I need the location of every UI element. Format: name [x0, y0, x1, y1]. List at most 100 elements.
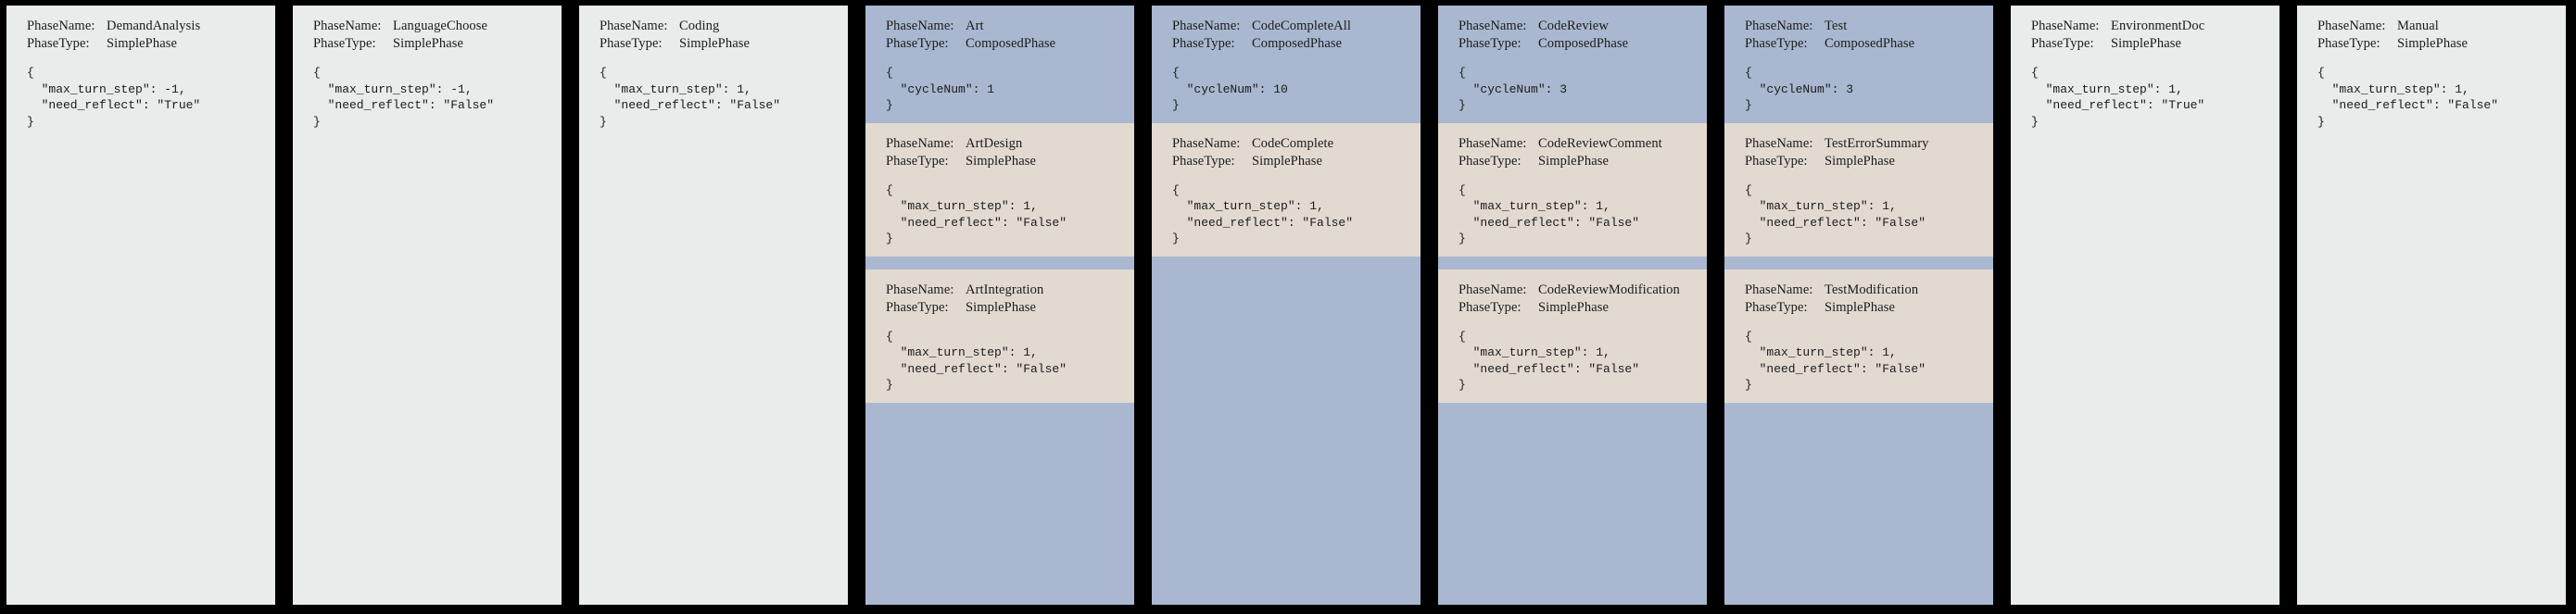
phase-type-row: PhaseType:SimplePhase: [27, 36, 275, 52]
phase-config-json: { "max_turn_step": 1, "need_reflect": "F…: [1458, 329, 1640, 393]
phase-name-label: PhaseName:: [27, 19, 95, 33]
phase-type-label: PhaseType:: [2031, 36, 2094, 51]
phase-name-label: PhaseName:: [1745, 135, 1813, 151]
phase-config-json: { "max_turn_step": 1, "need_reflect": "F…: [1745, 182, 1926, 246]
phase-name-value: ArtIntegration: [966, 282, 1044, 297]
sub-phase-separator: [1438, 256, 1707, 269]
phase-name-label: PhaseName:: [1458, 135, 1527, 151]
phase-name-value: ArtDesign: [966, 135, 1023, 151]
phase-name-label: PhaseName:: [1745, 282, 1813, 297]
phase-type-label: PhaseType:: [1172, 153, 1235, 169]
phase-type-label: PhaseType:: [2317, 36, 2380, 51]
phase-type-row: PhaseType: SimplePhase: [1458, 154, 1707, 169]
phase-type-row: PhaseType: ComposedPhase: [1458, 36, 1707, 52]
phase-type-row: PhaseType: SimplePhase: [1172, 154, 1421, 169]
phase-name-row: PhaseName:DemandAnalysis: [27, 19, 275, 34]
phase-type-value: ComposedPhase: [1538, 36, 1629, 51]
phase-config-json: { "cycleNum": 3 }: [1458, 66, 1568, 112]
phase-type-label: PhaseType:: [1458, 153, 1522, 169]
phase-config-json: { "cycleNum": 10 }: [1172, 66, 1288, 112]
phase-name-label: PhaseName:: [886, 282, 954, 297]
phase-type-value: SimplePhase: [1538, 153, 1610, 169]
phase-type-label: PhaseType:: [1458, 299, 1522, 315]
phase-type-row: PhaseType:SimplePhase: [1745, 154, 1993, 169]
phase-config-json: { "max_turn_step": 1, "need_reflect": "F…: [1458, 182, 1640, 246]
phase-name-value: TestErrorSummary: [1825, 135, 1929, 151]
phase-name-value: Coding: [679, 19, 720, 33]
phase-name-row: PhaseName: TestErrorSummary: [1745, 136, 1993, 152]
phase-type-label: PhaseType:: [1745, 153, 1808, 169]
phase-type-label: PhaseType:: [1458, 36, 1522, 51]
phase-name-label: PhaseName:: [2031, 19, 2100, 33]
phase-type-value: SimplePhase: [966, 299, 1037, 315]
phase-name-value: Test: [1825, 19, 1848, 33]
phase-type-label: PhaseType:: [886, 36, 949, 51]
phase-name-value: TestModification: [1825, 282, 1919, 297]
phase-name-row: PhaseName:CodeReviewModification: [1458, 282, 1707, 298]
phase-name-label: PhaseName:: [2317, 19, 2386, 33]
phase-type-value: SimplePhase: [2111, 36, 2182, 51]
phase-type-row: PhaseType: SimplePhase: [886, 300, 1134, 316]
phase-name-row: PhaseName:LanguageChoose: [313, 19, 562, 34]
phase-name-value: EnvironmentDoc: [2111, 19, 2205, 33]
phase-type-row: PhaseType:ComposedPhase: [1172, 36, 1421, 52]
phase-config-json: { "max_turn_step": 1, "need_reflect": "F…: [600, 66, 781, 129]
phase-name-row: PhaseName: EnvironmentDoc: [2031, 19, 2279, 34]
phase-name-row: PhaseName:Test: [1745, 19, 1993, 34]
phase-config-json: { "max_turn_step": 1, "need_reflect": "F…: [1745, 329, 1926, 393]
phase-name-value: Manual: [2397, 19, 2439, 33]
phase-config-json: { "cycleNum": 3 }: [1745, 66, 1854, 112]
phase-name-row: PhaseName: CodeCompleteAll: [1172, 19, 1421, 34]
phase-type-label: PhaseType:: [1172, 36, 1235, 51]
phase-type-row: PhaseType:SimplePhase: [1745, 300, 1993, 316]
phase-type-label: PhaseType:: [886, 299, 949, 315]
phase-name-row: PhaseName:CodeComplete: [1172, 136, 1421, 152]
phase-name-value: CodeCompleteAll: [1252, 19, 1352, 33]
phase-name-row: PhaseName: TestModification: [1745, 282, 1993, 298]
phase-name-label: PhaseName:: [1172, 19, 1241, 33]
phase-name-row: PhaseName:CodeReview: [1458, 19, 1707, 34]
phase-type-row: PhaseType:SimplePhase: [1458, 300, 1707, 316]
phase-config-json: { "max_turn_step": 1, "need_reflect": "F…: [886, 329, 1067, 393]
composed-phase-body-fill: [1152, 256, 1421, 605]
phase-name-label: PhaseName:: [1458, 19, 1527, 33]
phase-type-value: SimplePhase: [2397, 36, 2469, 51]
phase-type-label: PhaseType:: [600, 36, 663, 51]
phase-name-value: CodeReviewModification: [1538, 282, 1680, 297]
phase-config-json: { "max_turn_step": 1, "need_reflect": "F…: [2317, 66, 2499, 129]
phase-name-value: CodeReviewComment: [1538, 135, 1662, 151]
phase-name-row: PhaseName: CodeReviewComment: [1458, 136, 1707, 152]
phase-name-label: PhaseName:: [313, 19, 382, 33]
composed-phase-body-fill: [1724, 402, 1993, 605]
phase-type-row: PhaseType:SimplePhase: [886, 154, 1134, 169]
phase-config-json: { "max_turn_step": 1, "need_reflect": "T…: [2031, 66, 2205, 129]
phase-config-json: { "max_turn_step": -1, "need_reflect": "…: [27, 66, 201, 129]
phase-type-value: SimplePhase: [1252, 153, 1323, 169]
